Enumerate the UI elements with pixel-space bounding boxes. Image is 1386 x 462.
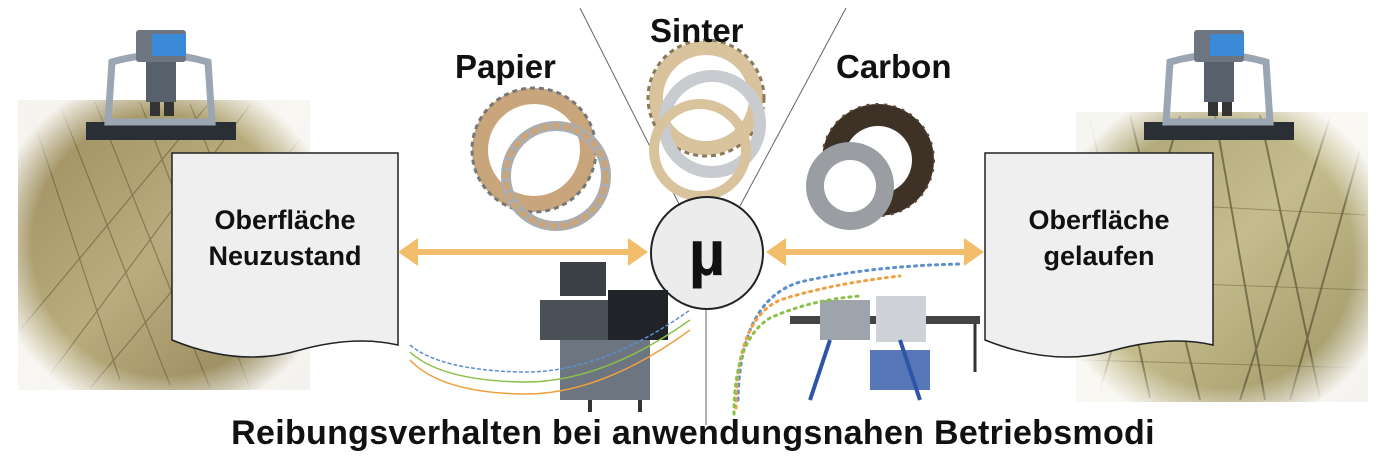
test-bench-left (540, 262, 668, 412)
mu-circle (650, 196, 764, 310)
mu-symbol: µ (688, 217, 726, 289)
caption: Reibungsverhalten bei anwendungsnahen Be… (231, 414, 1155, 452)
document-shape-left (171, 152, 399, 358)
document-shape-right (984, 152, 1214, 358)
surface-run-text: Oberfläche gelaufen (985, 202, 1213, 274)
microscope-right-icon (1144, 30, 1294, 140)
surface-run-line2: gelaufen (1043, 241, 1155, 271)
microscope-left-icon (86, 30, 236, 140)
arrow-right (766, 238, 984, 266)
surface-run-line1: Oberfläche (1028, 205, 1170, 235)
surface-new-line2: Neuzustand (208, 241, 362, 271)
paper-disc-icon (470, 86, 611, 231)
material-label-carbon: Carbon (836, 48, 952, 85)
friction-curves-right (732, 262, 962, 416)
test-rig-right (790, 296, 980, 401)
sinter-disc-icon (646, 38, 766, 201)
arrow-left (398, 238, 648, 266)
surface-new-text: Oberfläche Neuzustand (172, 202, 398, 274)
material-label-paper: Papier (455, 48, 556, 85)
carbon-disc-icon (806, 103, 935, 230)
material-label-sinter: Sinter (650, 12, 744, 49)
friction-curves-left (409, 309, 691, 395)
surface-new-line1: Oberfläche (214, 205, 356, 235)
